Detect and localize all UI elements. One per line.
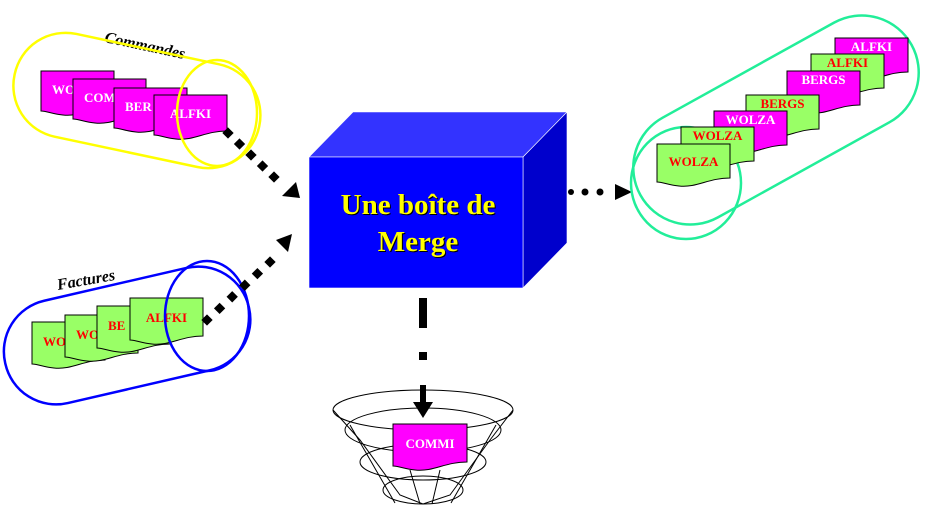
merge-box: Une boîte de Merge <box>308 111 568 289</box>
document-label: ALFKI <box>170 106 211 121</box>
document-label: WOLZA <box>693 128 743 143</box>
arrow-commandes-to-box <box>222 127 300 198</box>
arrow-factures-to-box <box>201 234 292 326</box>
commandes-label: Commandes <box>103 29 187 63</box>
commandes-end-ellipse <box>175 58 259 168</box>
arrow-dot <box>239 279 251 291</box>
funnel: COMMI <box>332 389 514 505</box>
document-label: ALFKI <box>827 55 868 70</box>
document-icon: COMMI <box>392 423 468 471</box>
arrowhead-icon <box>282 182 300 198</box>
merge-box-title-line2: Merge <box>378 226 459 258</box>
arrow-dot <box>256 160 269 172</box>
document-label: WO <box>52 82 75 97</box>
merge-box-title-line1: Une boîte de <box>341 189 496 221</box>
merge-box-front <box>308 156 524 289</box>
arrow-dot <box>245 149 257 161</box>
arrow-dot <box>264 256 276 268</box>
document-label: BE <box>108 318 125 333</box>
factures-end-ellipse <box>163 259 251 373</box>
commandes-group: Commandes WO COM BER ALFKI <box>12 29 262 170</box>
document-label: BERGS <box>801 72 845 87</box>
arrow-dot <box>226 291 238 303</box>
document-label: WO <box>76 327 99 342</box>
document-label: BERGS <box>760 96 804 111</box>
document-icon: ALFKI <box>129 297 204 345</box>
arrow-box-to-output <box>568 184 632 200</box>
document-label: ALFKI <box>146 310 187 325</box>
arrow-dot <box>251 267 264 280</box>
arrowhead-icon <box>413 402 433 418</box>
document-icon: WOLZA <box>656 143 731 187</box>
document-label: WO <box>43 334 66 349</box>
arrow-dot <box>222 127 234 139</box>
document-label: BER <box>125 99 152 114</box>
arrow-dot <box>268 171 280 183</box>
document-label: WOLZA <box>669 154 719 169</box>
arrow-dot <box>201 314 213 326</box>
arrowhead-icon <box>276 234 292 252</box>
document-icon: ALFKI <box>153 94 228 140</box>
document-label: ALFKI <box>851 39 892 54</box>
arrowhead-icon <box>615 184 632 200</box>
document-label: WOLZA <box>726 112 776 127</box>
output-outline <box>632 14 920 226</box>
arrow-dot <box>233 138 246 150</box>
commandes-outline <box>12 31 262 170</box>
arrow-dot <box>213 302 226 315</box>
merge-box-top <box>308 111 568 158</box>
document-label: COM <box>84 90 116 105</box>
arrow-box-to-funnel <box>413 298 433 418</box>
document-label: COMMI <box>405 436 454 451</box>
